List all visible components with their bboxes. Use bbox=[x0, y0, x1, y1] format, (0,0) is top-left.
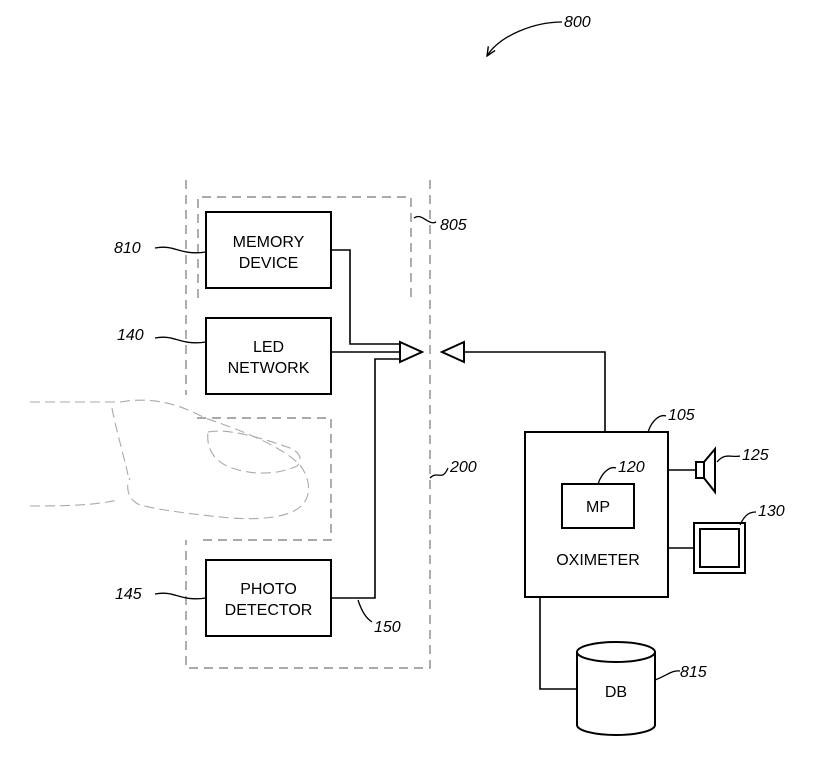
monitor-icon bbox=[694, 523, 745, 573]
ref-145: 145 bbox=[115, 586, 142, 603]
memory-wire bbox=[331, 250, 400, 344]
ref-140: 140 bbox=[117, 327, 144, 344]
finger-outline bbox=[30, 400, 309, 519]
ref-200: 200 bbox=[449, 459, 477, 476]
photo-wire bbox=[331, 359, 400, 598]
leader-805 bbox=[414, 216, 436, 222]
leader-105 bbox=[648, 416, 666, 432]
ref-150: 150 bbox=[374, 619, 401, 636]
ref-120: 120 bbox=[618, 459, 645, 476]
db-wire bbox=[540, 597, 577, 689]
db-label: DB bbox=[605, 684, 627, 701]
leader-150 bbox=[358, 600, 372, 622]
led-label-line1: LED bbox=[253, 339, 284, 356]
mp-label: MP bbox=[586, 499, 610, 516]
figure-ref-label: 800 bbox=[564, 14, 591, 31]
finger-slot-outline bbox=[197, 418, 331, 540]
oximeter-label: OXIMETER bbox=[556, 552, 640, 569]
leader-145 bbox=[155, 593, 206, 599]
leader-815 bbox=[655, 671, 680, 680]
cable-connector bbox=[442, 342, 464, 362]
led-label-line2: NETWORK bbox=[228, 360, 310, 377]
memory-label-line2: DEVICE bbox=[239, 255, 299, 272]
sensor-connector bbox=[400, 342, 422, 362]
speaker-icon bbox=[696, 449, 715, 492]
figure-arrow bbox=[487, 22, 562, 56]
oximeter-cable bbox=[464, 352, 605, 432]
memory-label-line1: MEMORY bbox=[233, 234, 305, 251]
ref-805: 805 bbox=[440, 217, 467, 234]
ref-815: 815 bbox=[680, 664, 707, 681]
ref-125: 125 bbox=[742, 447, 769, 464]
ref-130: 130 bbox=[758, 503, 785, 520]
photo-label-line1: PHOTO bbox=[240, 581, 297, 598]
leader-200 bbox=[430, 468, 448, 478]
led-network-block bbox=[206, 318, 331, 394]
photo-label-line2: DETECTOR bbox=[225, 602, 313, 619]
leader-140 bbox=[155, 337, 206, 343]
ref-810: 810 bbox=[114, 240, 141, 257]
ref-105: 105 bbox=[668, 407, 695, 424]
photo-detector-block bbox=[206, 560, 331, 636]
leader-125 bbox=[717, 456, 740, 462]
